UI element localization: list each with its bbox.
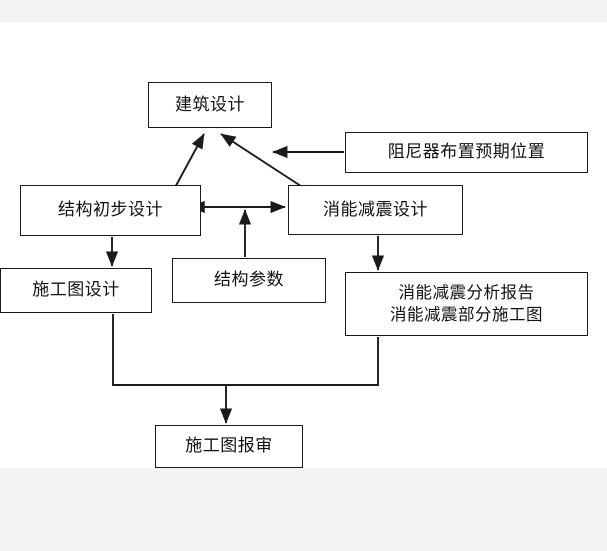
node-energy-dissipation-design[interactable]: 消能减震设计 [288, 185, 463, 235]
node-preliminary-structural-design[interactable]: 结构初步设计 [20, 185, 201, 236]
node-architectural-design[interactable]: 建筑设计 [148, 82, 272, 128]
edge-report-review [226, 337, 379, 386]
node-damper-expected-layout[interactable]: 阻尼器布置预期位置 [345, 132, 588, 173]
node-construction-drawing-design[interactable]: 施工图设计 [0, 268, 152, 313]
edge-drawing-review [112, 314, 226, 386]
edge-arch-damping [220, 133, 320, 198]
top-background-band [0, 0, 607, 22]
node-structural-parameters[interactable]: 结构参数 [172, 258, 326, 303]
node-energy-dissipation-report[interactable]: 消能减震分析报告 消能减震部分施工图 [345, 272, 588, 336]
node-drawing-review-submission[interactable]: 施工图报审 [155, 425, 303, 468]
bottom-background-band [0, 468, 607, 551]
